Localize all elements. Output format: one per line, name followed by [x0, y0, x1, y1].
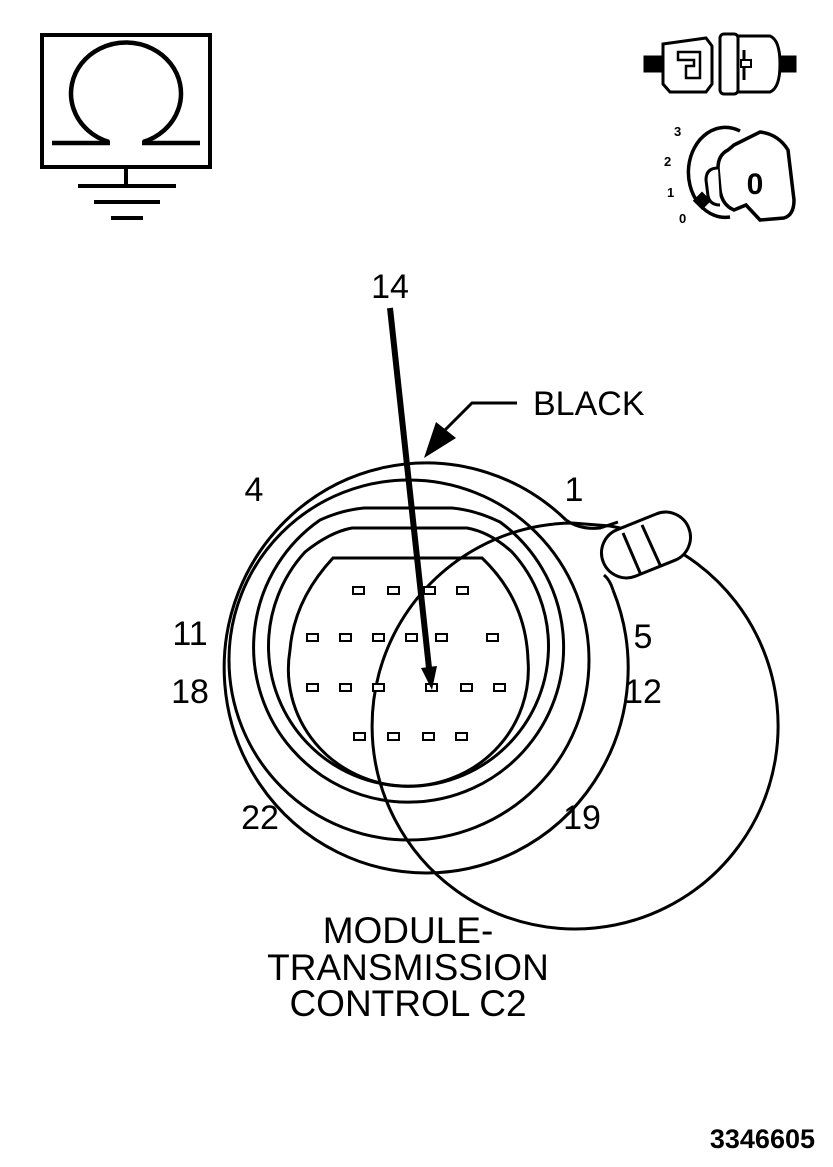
color-callout-label: BLACK: [533, 385, 645, 423]
terminal: [493, 683, 506, 692]
terminal: [306, 683, 319, 692]
terminal: [486, 633, 499, 642]
ohmmeter-ground-icon: [40, 33, 212, 220]
connector-title-line-2: TRANSMISSION: [267, 947, 549, 988]
pin-label-12: 12: [624, 673, 662, 711]
connector-pin-cavity: [286, 556, 530, 788]
ignition-key-off-icon: [686, 125, 796, 222]
connector-inner-shroud: [252, 506, 566, 804]
terminal: [455, 732, 468, 741]
terminal: [339, 633, 352, 642]
pin-terminals: [306, 586, 506, 741]
key-position-3: 3: [674, 124, 681, 139]
terminal: [306, 633, 319, 642]
terminal: [456, 586, 469, 595]
terminal: [405, 633, 418, 642]
terminal: [339, 683, 352, 692]
pin-label-22: 22: [241, 799, 279, 837]
key-position-0: 0: [679, 211, 686, 226]
latch-tab: [600, 510, 692, 580]
terminal: [353, 732, 366, 741]
pin-label-18: 18: [171, 673, 209, 711]
disconnected-connector-icon: [643, 32, 797, 96]
figure-id: 3346605: [710, 1124, 815, 1154]
black-callout-leader: [424, 401, 517, 458]
terminal: [460, 683, 473, 692]
pin-14-pointer-arrow: [387, 307, 437, 690]
pin-label-4: 4: [245, 471, 264, 509]
connector-title-line-1: MODULE-: [323, 910, 494, 951]
terminal: [372, 633, 385, 642]
terminal: [387, 586, 400, 595]
pin-label-1: 1: [565, 471, 584, 509]
pin-label-5: 5: [634, 618, 653, 656]
pin-label-19: 19: [563, 799, 601, 837]
key-position-1: 1: [667, 185, 674, 200]
connector-title-line-3: CONTROL C2: [289, 983, 526, 1024]
pin-label-11: 11: [172, 615, 207, 653]
key-selected-position: 0: [747, 168, 764, 201]
terminal: [387, 732, 400, 741]
terminal: [422, 732, 435, 741]
connector-face: [222, 461, 780, 931]
terminal: [372, 683, 385, 692]
pointer-label: 14: [371, 268, 409, 306]
terminal: [435, 633, 448, 642]
key-position-2: 2: [664, 154, 671, 169]
terminal: [423, 586, 436, 595]
terminal: [352, 586, 365, 595]
